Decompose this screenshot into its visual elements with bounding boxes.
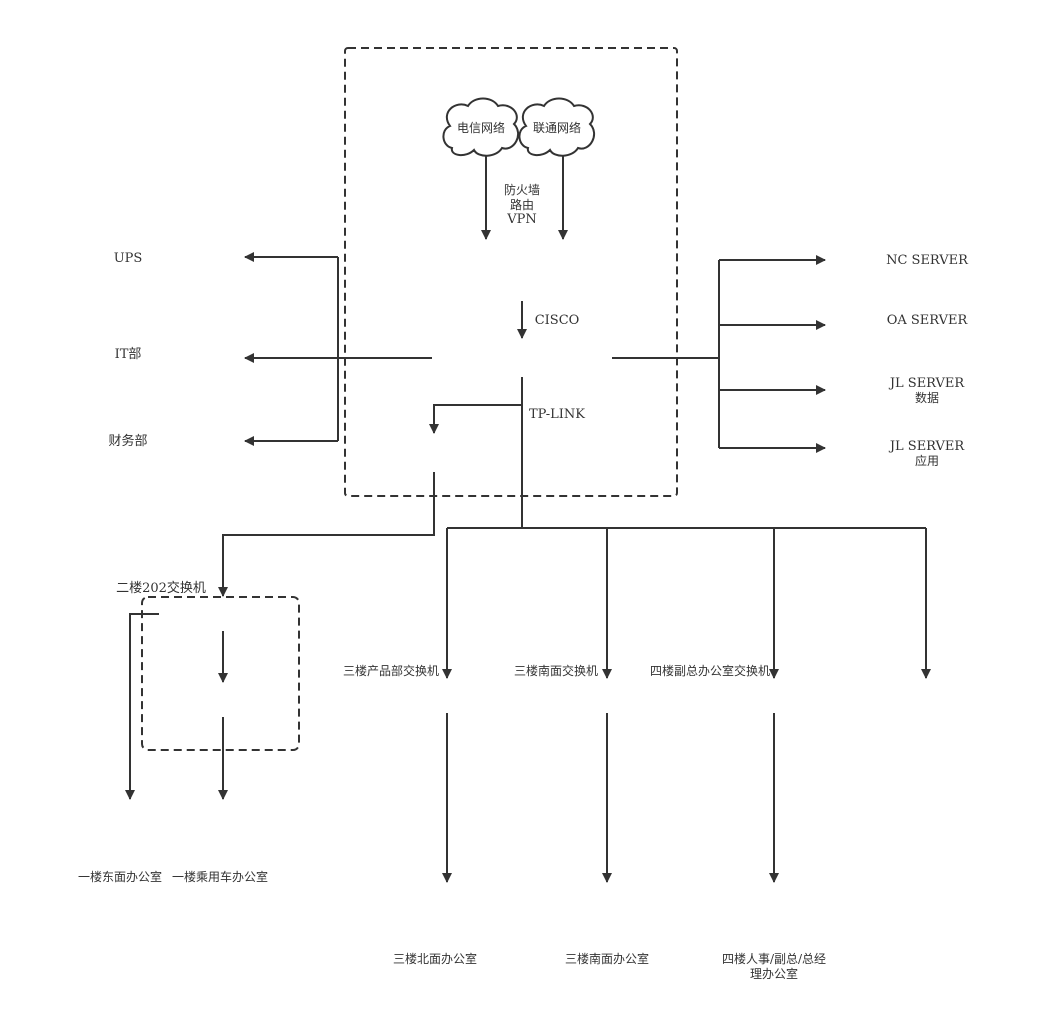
second-floor-switch-label: 二楼202交换机: [116, 580, 206, 596]
tplink-label: TP-LINK: [529, 407, 585, 422]
finance-label: 财务部: [108, 433, 147, 449]
telecom-label: 电信网络: [457, 120, 505, 135]
north-office-label: 三楼北面办公室: [393, 951, 477, 966]
core-network-boundary: [344, 47, 678, 497]
firewall-label-1: 防火墙: [504, 182, 540, 197]
jl-app-server-label-1: JL SERVER: [888, 439, 966, 454]
vp-switch-label: 四楼副总办公室交换机: [650, 663, 770, 678]
jl-data-server-label-2: 数据: [915, 390, 939, 405]
cisco-to-tplink-link: [429, 377, 523, 434]
hr-office-label-1: 四楼人事/副总/总经: [722, 951, 826, 966]
firewall-label-3: VPN: [506, 212, 537, 227]
second-floor-boundary: [141, 596, 300, 751]
nc-server-label: NC SERVER: [886, 253, 969, 268]
product-switch-label: 三楼产品部交换机: [343, 663, 439, 678]
south-switch-label: 三楼南面交换机: [514, 663, 598, 678]
telecom-cloud-shape: [442, 97, 520, 157]
cisco-label: CISCO: [535, 313, 580, 328]
jl-app-server-label-2: 应用: [915, 453, 939, 468]
oa-server-label: OA SERVER: [887, 313, 969, 328]
ups-label: UPS: [114, 251, 143, 266]
unicom-cloud-shape: [518, 97, 596, 157]
east-office-link: [125, 613, 159, 800]
jl-data-server-label-1: JL SERVER: [888, 376, 966, 391]
south-office-label: 三楼南面办公室: [565, 951, 649, 966]
east-office-label: 一楼东面办公室: [78, 869, 162, 884]
it-label: IT部: [115, 347, 142, 362]
passenger-office-label: 一楼乘用车办公室: [172, 869, 268, 884]
unicom-label: 联通网络: [533, 120, 581, 135]
tplink-to-second-floor-link: [218, 472, 435, 597]
hr-office-label-2: 理办公室: [750, 966, 798, 981]
firewall-label-2: 路由: [510, 197, 534, 212]
